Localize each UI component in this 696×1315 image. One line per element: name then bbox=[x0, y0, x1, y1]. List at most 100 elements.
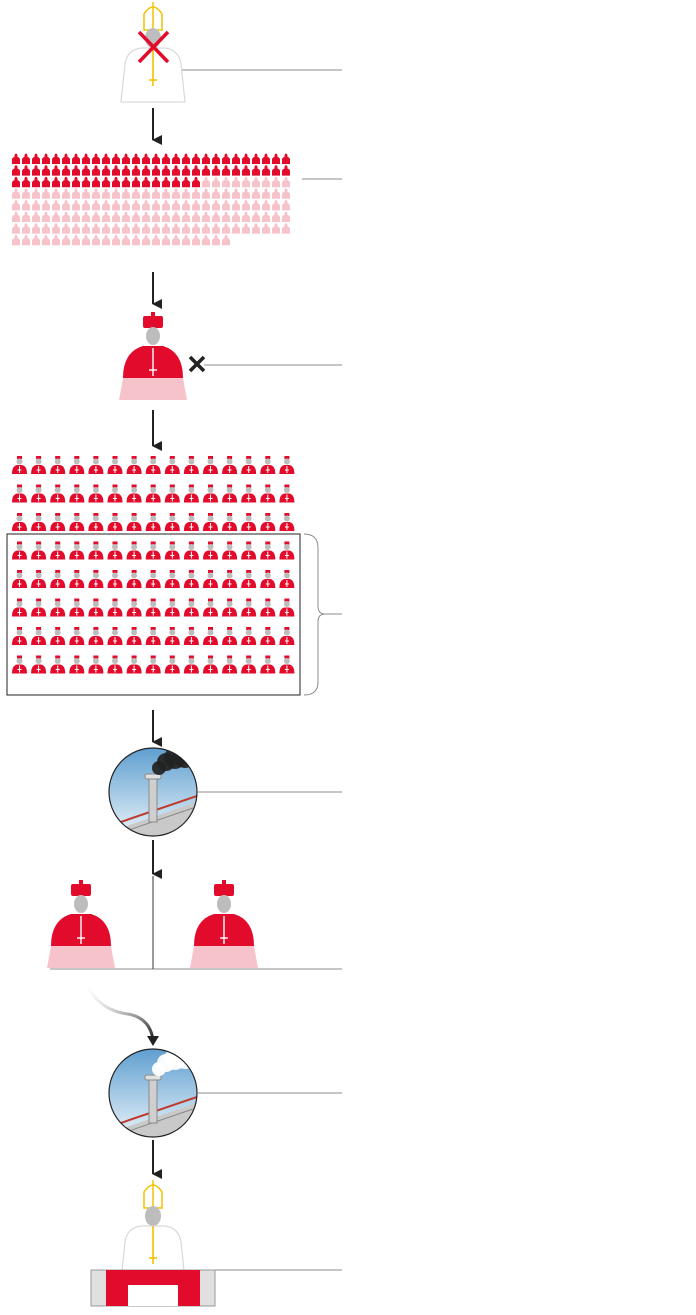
mitre-icon bbox=[72, 223, 80, 234]
mitre-icon bbox=[92, 199, 100, 211]
mitre-icon bbox=[42, 211, 50, 222]
mitre-icon bbox=[252, 223, 260, 234]
mitre-icon bbox=[92, 153, 100, 164]
mitre-icon bbox=[32, 234, 40, 246]
cardinal-small-icon bbox=[112, 570, 118, 573]
mitre-icon bbox=[282, 188, 290, 199]
cardinal-small-icon bbox=[17, 513, 22, 516]
cardinal-small-icon bbox=[36, 513, 42, 516]
cardinal-small-icon bbox=[150, 541, 156, 545]
mitre-icon bbox=[252, 211, 260, 222]
mitre-icon bbox=[102, 211, 110, 222]
cardinal-small-icon bbox=[208, 627, 213, 630]
mitre-icon bbox=[12, 176, 20, 188]
mitre-icon bbox=[132, 199, 140, 211]
cardinal-small-icon bbox=[188, 513, 194, 516]
cardinal-figure-icon bbox=[119, 312, 187, 400]
mitre-icon bbox=[172, 199, 180, 211]
cardinal-small-icon bbox=[74, 541, 80, 545]
cardinal-small-icon bbox=[188, 570, 194, 573]
cardinal-small-icon bbox=[17, 570, 22, 573]
mitre-icon bbox=[132, 188, 140, 199]
cardinal-small-icon bbox=[17, 598, 22, 602]
mitre-icon bbox=[162, 199, 170, 211]
cardinal-small-icon bbox=[208, 484, 213, 488]
cardinal-small-icon bbox=[93, 456, 99, 459]
cardinal-small-icon bbox=[265, 655, 271, 659]
mitre-icon bbox=[62, 211, 70, 222]
mitre-icon bbox=[282, 165, 290, 176]
cardinal-small-icon bbox=[169, 655, 175, 659]
mitre-icon bbox=[122, 234, 130, 246]
mitre-icon bbox=[202, 153, 210, 164]
mitre-icon bbox=[272, 223, 280, 234]
mitre-icon bbox=[52, 211, 60, 222]
mitre-icon bbox=[22, 234, 30, 246]
cardinal-small-icon bbox=[169, 456, 175, 459]
mitre-icon bbox=[142, 153, 150, 164]
mitre-icon bbox=[52, 153, 60, 164]
mitre-icon bbox=[262, 176, 270, 188]
cardinal-small-icon bbox=[188, 541, 194, 545]
mitre-icon bbox=[172, 223, 180, 234]
mitre-icon bbox=[222, 211, 230, 222]
mitre-icon bbox=[132, 223, 140, 234]
smoke bbox=[173, 1049, 197, 1069]
cardinal-figure-icon bbox=[47, 880, 115, 968]
mitre-icon bbox=[282, 199, 290, 211]
mitre-icon bbox=[72, 165, 80, 176]
cardinal-small-icon bbox=[246, 484, 252, 488]
cardinal-small-icon bbox=[55, 456, 61, 459]
mitre-icon bbox=[72, 199, 80, 211]
mitre-icon bbox=[62, 153, 70, 164]
mitre-icon bbox=[232, 176, 240, 188]
chimney-smoke-icon bbox=[108, 1048, 198, 1138]
chimney-frame bbox=[108, 747, 198, 837]
mitre-icon bbox=[272, 176, 280, 188]
cardinal-small-icon bbox=[55, 598, 61, 602]
mitre-icon bbox=[192, 165, 200, 176]
cardinal-small-icon bbox=[112, 456, 118, 459]
mitre-icon bbox=[52, 234, 60, 246]
mitre-icon bbox=[182, 199, 190, 211]
cardinal-small-icon bbox=[284, 627, 290, 630]
cardinal-small-icon bbox=[284, 598, 290, 602]
mitre-icon bbox=[262, 223, 270, 234]
mitre-icon bbox=[212, 165, 220, 176]
cardinal-small-icon bbox=[17, 456, 22, 459]
cardinal-small-icon bbox=[131, 541, 137, 545]
cardinal-small-icon bbox=[208, 570, 213, 573]
cardinal-small-icon bbox=[150, 456, 156, 459]
biretta-icon bbox=[214, 884, 234, 896]
mitre-icon bbox=[262, 165, 270, 176]
mitre-icon bbox=[112, 211, 120, 222]
mitre-icon bbox=[92, 165, 100, 176]
cardinal-small-icon bbox=[227, 627, 233, 630]
mitre-icon bbox=[102, 199, 110, 211]
mitre-icon bbox=[272, 199, 280, 211]
selection-box bbox=[6, 533, 301, 696]
mitre-icon bbox=[242, 199, 250, 211]
cardinal-small-icon bbox=[188, 456, 194, 459]
mitre-icon bbox=[132, 165, 140, 176]
mitre-icon bbox=[82, 153, 90, 164]
mitre-icon bbox=[172, 176, 180, 188]
cardinal-small-icon bbox=[112, 541, 118, 545]
mitre-icon bbox=[112, 153, 120, 164]
cardinal-small-icon bbox=[93, 513, 99, 516]
mitre-icon bbox=[12, 223, 20, 234]
mitre-icon bbox=[192, 234, 200, 246]
cardinal-small-icon bbox=[150, 655, 156, 659]
cardinal-small-icon bbox=[74, 598, 80, 602]
mitre-icon bbox=[212, 234, 220, 246]
mitre-icon bbox=[32, 176, 40, 188]
cardinal-small-icon bbox=[265, 484, 271, 488]
cardinal-small-icon bbox=[55, 541, 61, 545]
mitre-icon bbox=[132, 153, 140, 164]
mitre-icon bbox=[212, 176, 220, 188]
cardinal-small-icon bbox=[246, 513, 252, 516]
mitre-icon bbox=[142, 199, 150, 211]
cardinal-small-icon bbox=[284, 484, 290, 488]
mitre-icon bbox=[212, 223, 220, 234]
cardinal-small-icon bbox=[284, 570, 290, 573]
